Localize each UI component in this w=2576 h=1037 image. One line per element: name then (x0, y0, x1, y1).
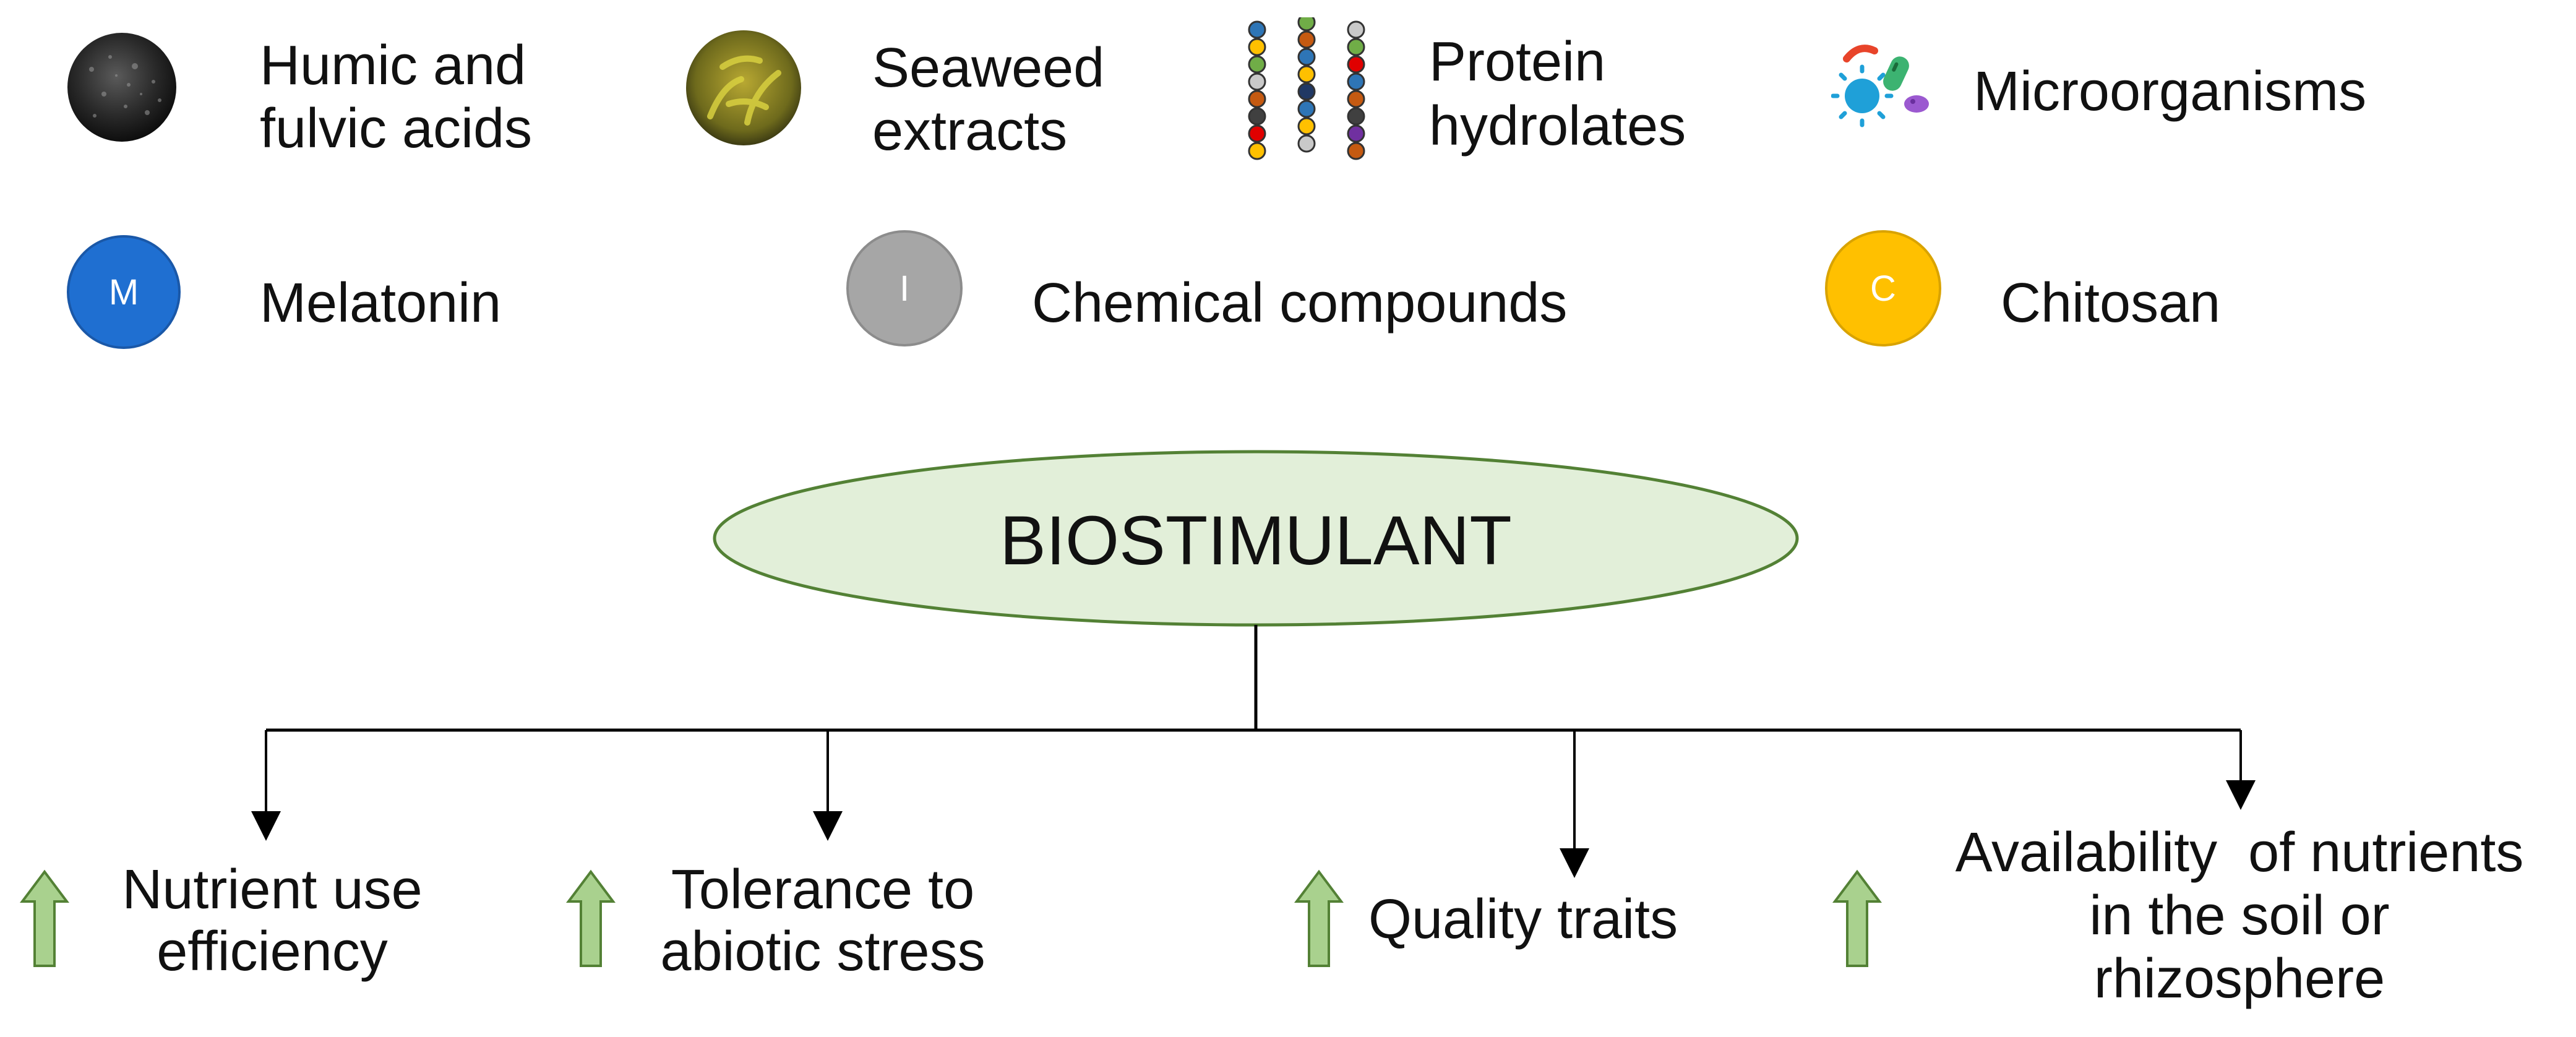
outcome-4-line1: Availability of nutrients (1955, 822, 2524, 884)
chitosan-letter: C (1870, 268, 1896, 309)
outcome-1-line1: Nutrient use (122, 859, 423, 921)
humic-acid-icon (67, 32, 177, 142)
legend-label-chitosan: Chitosan (2001, 272, 2221, 334)
outcome-2-line1: Tolerance to (671, 859, 975, 921)
legend-label-protein-line1: Protein (1429, 31, 1606, 93)
increase-arrow-icon (1294, 869, 1344, 968)
outcome-1-line2: efficiency (157, 921, 388, 983)
legend-label-protein-line2: hydrolates (1429, 95, 1686, 157)
chitosan-badge-icon: C (1825, 230, 1941, 346)
legend-label-seaweed-line1: Seaweed (872, 37, 1105, 99)
melatonin-badge-icon: M (67, 235, 181, 349)
outcome-3-line1: Quality traits (1368, 889, 1678, 950)
increase-arrow-icon (1832, 869, 1882, 968)
protein-chain-icon (1239, 17, 1375, 172)
legend-label-melatonin: Melatonin (260, 272, 502, 334)
legend-label-microorganisms: Microorganisms (1973, 61, 2367, 123)
outcome-4-line3: rhizosphere (2093, 948, 2385, 1010)
legend-label-seaweed-line2: extracts (872, 100, 1068, 162)
outcome-2-line2: abiotic stress (660, 921, 985, 983)
chemical-letter: I (899, 268, 910, 309)
increase-arrow-icon (566, 869, 616, 968)
increase-arrow-icon (20, 869, 69, 968)
melatonin-letter: M (108, 272, 139, 312)
chemical-badge-icon: I (846, 230, 963, 346)
outcome-4-line2: in the soil or (2089, 885, 2390, 947)
legend-label-humic-line2: fulvic acids (260, 98, 533, 160)
microbe-icon (1831, 37, 1936, 130)
legend-label-humic-line1: Humic and (260, 35, 526, 97)
biostimulant-label: BIOSTIMULANT (1000, 502, 1512, 579)
legend-label-chemical: Chemical compounds (1032, 272, 1568, 334)
seaweed-icon (685, 30, 802, 146)
